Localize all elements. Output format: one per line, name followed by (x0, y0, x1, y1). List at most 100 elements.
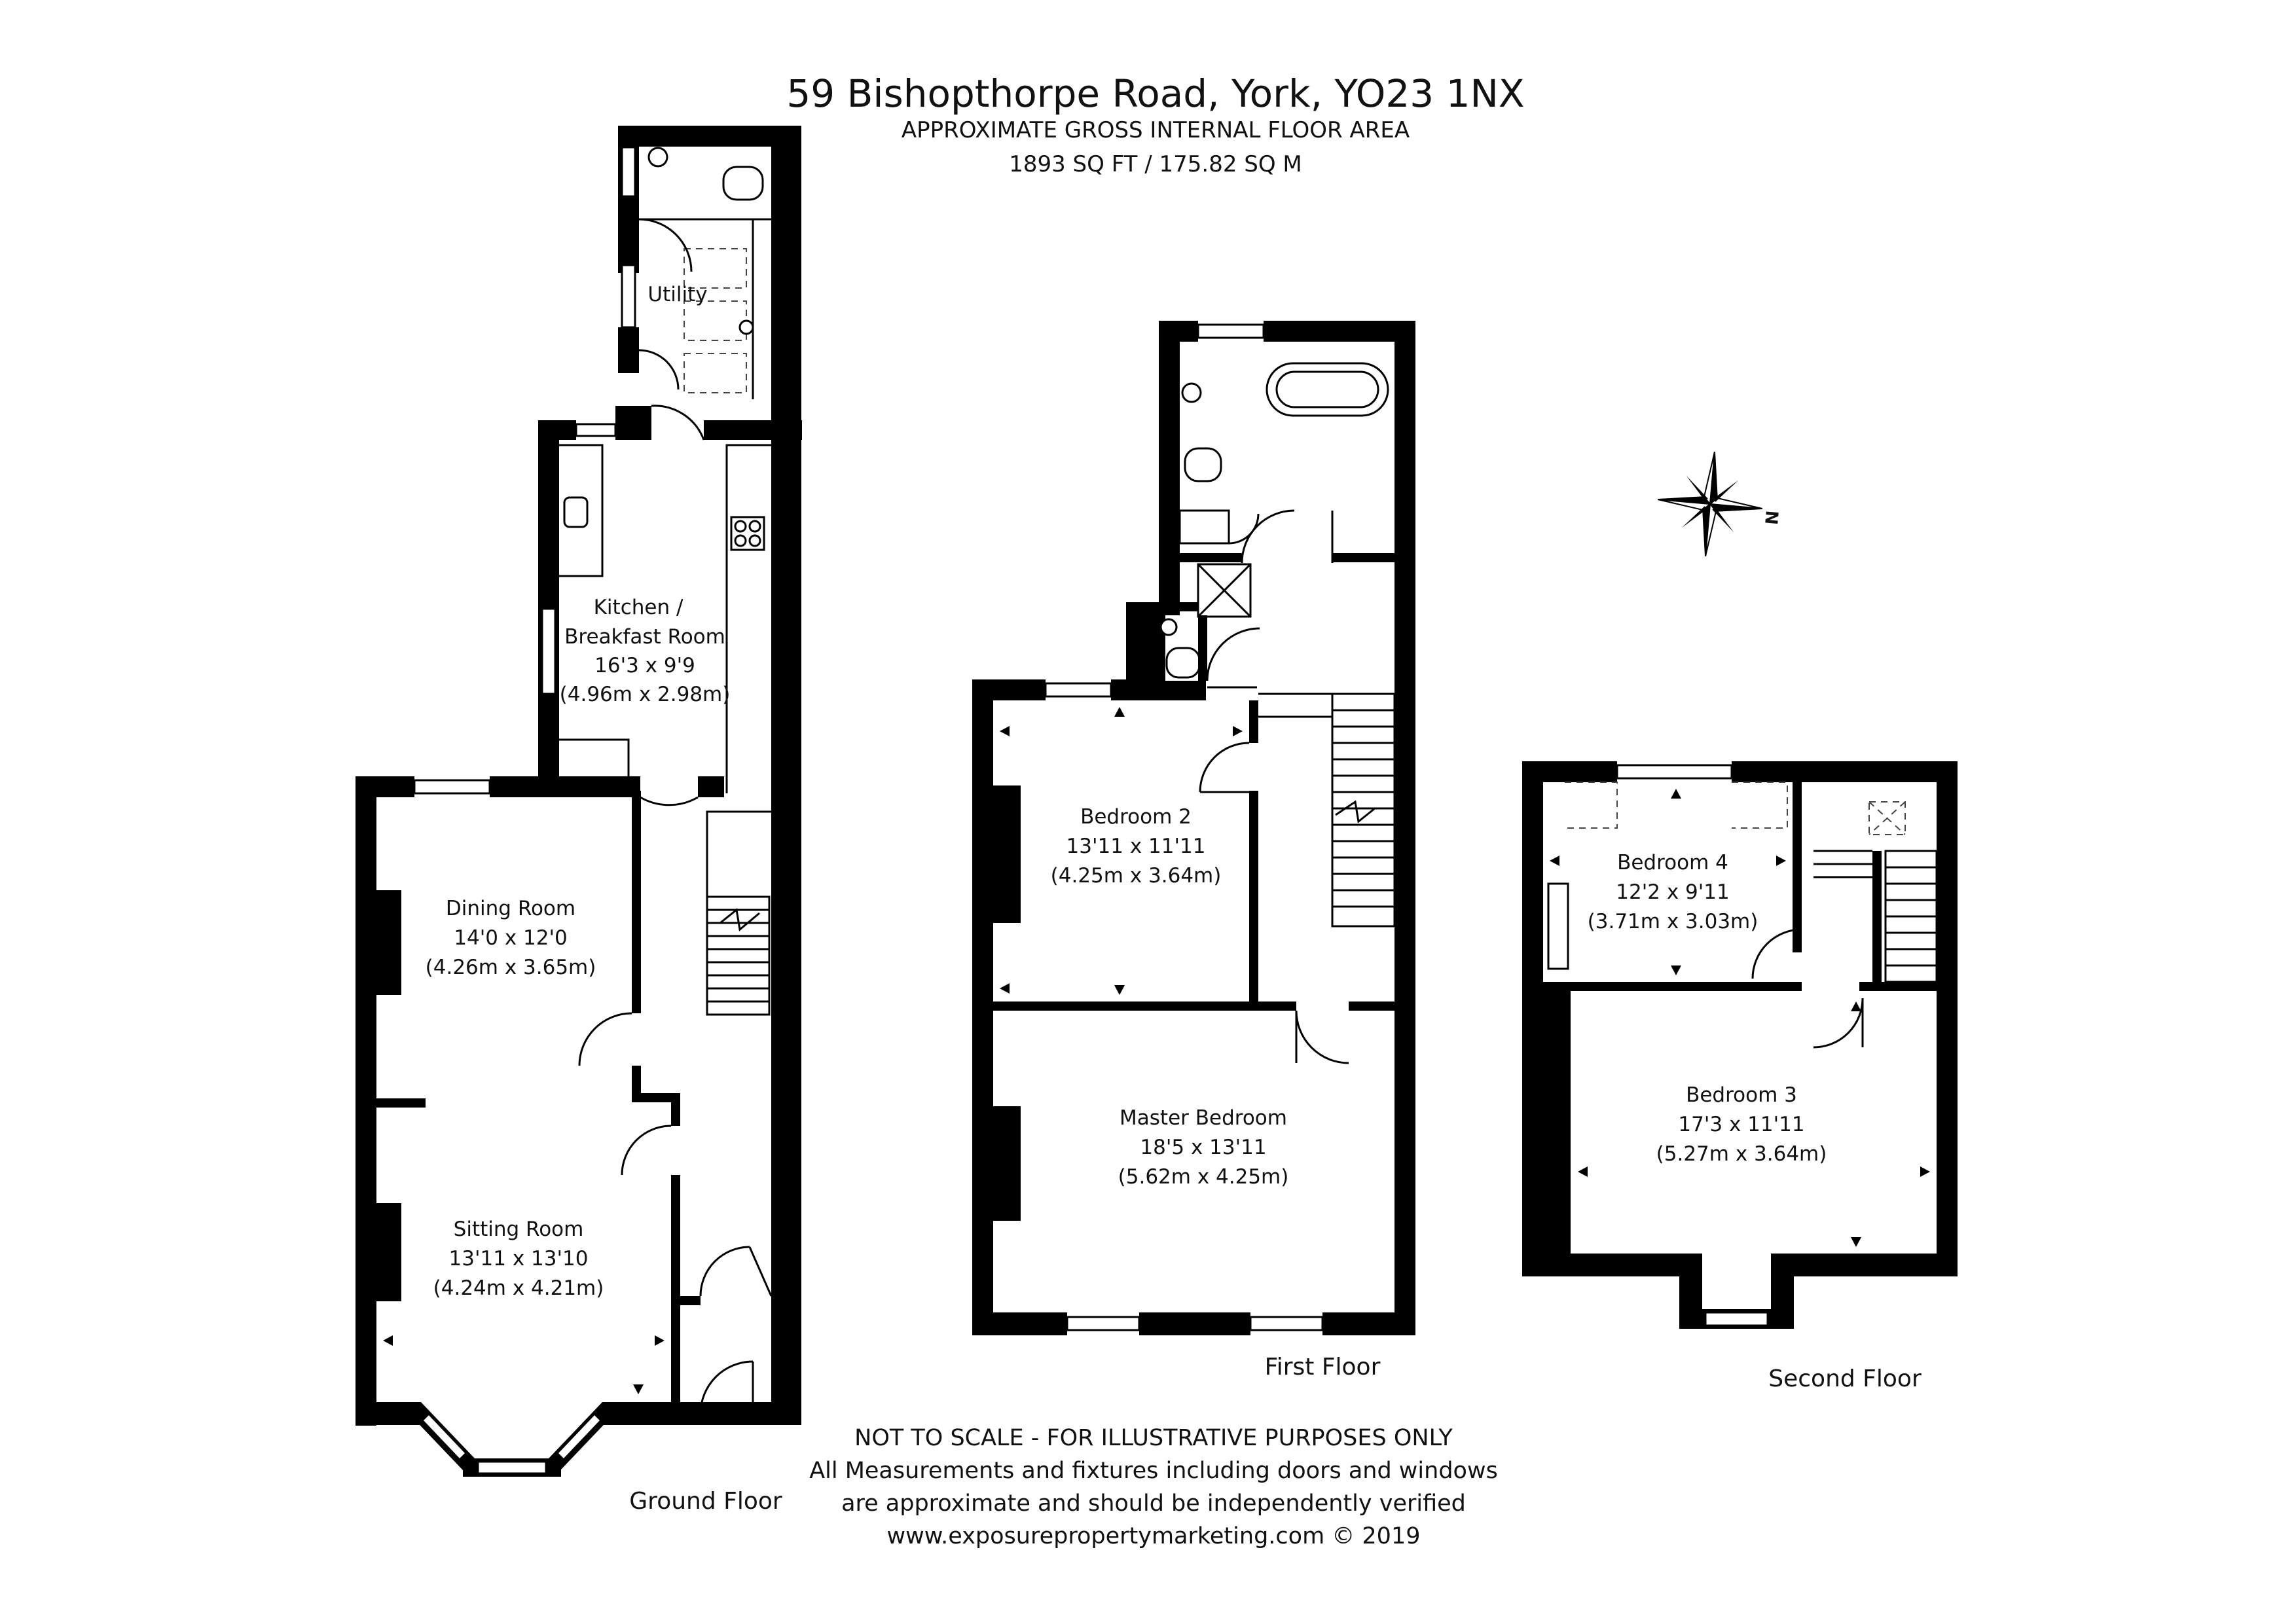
bedroom-3-label: Bedroom 3 (1686, 1083, 1797, 1107)
window (420, 1412, 468, 1462)
appliance-space (683, 248, 747, 289)
window (477, 1460, 547, 1475)
disclaimer-line-2: All Measurements and fixtures including … (809, 1458, 1498, 1484)
dining-room-dimensions-metric: (4.26m x 3.65m) (426, 956, 596, 979)
bedroom-2-dimensions-metric: (4.25m x 3.64m) (1051, 864, 1222, 888)
door-swing (1751, 928, 1802, 979)
bedroom-4-dimensions-metric: (3.71m x 3.03m) (1588, 910, 1758, 933)
wall (674, 1296, 701, 1305)
wall (1249, 700, 1258, 743)
measure-arrow (1851, 1237, 1861, 1247)
stair-break (1335, 800, 1376, 823)
window (1044, 682, 1112, 698)
door-swing (638, 218, 693, 272)
wall (1937, 761, 1958, 1276)
measure-arrow (1851, 1001, 1861, 1011)
measure-arrow (1776, 856, 1786, 866)
measure-arrow (1233, 726, 1243, 736)
wall (1394, 321, 1415, 1335)
door-swing (699, 1246, 750, 1297)
wall (1859, 982, 1938, 991)
header: 59 Bishopthorpe Road, York, YO23 1NX APP… (786, 71, 1524, 177)
measure-arrow (1671, 965, 1681, 975)
hob-ring (748, 534, 761, 547)
measure-arrow (383, 1335, 393, 1346)
door-swing (1241, 509, 1295, 564)
wall (1139, 1312, 1250, 1335)
hob-ring (734, 534, 747, 547)
measure-arrow (1114, 985, 1125, 995)
master-bedroom-dimensions-metric: (5.62m x 4.25m) (1118, 1165, 1289, 1189)
chimney-breast (376, 890, 401, 995)
wall (1159, 602, 1198, 611)
hob-ring (748, 520, 761, 533)
bedroom-2-dimensions-imperial: 13'11 x 11'11 (1066, 835, 1206, 858)
wall (1180, 553, 1242, 562)
measure-arrow (1114, 707, 1125, 717)
wall (1732, 761, 1958, 782)
window (621, 264, 636, 329)
measure-arrow (1000, 1108, 1010, 1118)
ground-floor-label: Ground Floor (629, 1488, 782, 1515)
window (621, 146, 636, 198)
wall (972, 679, 993, 1334)
bedroom-3-dimensions-metric: (5.27m x 3.64m) (1656, 1142, 1827, 1166)
door-swing (1295, 1010, 1349, 1064)
skylight (1565, 782, 1618, 829)
door-swing (651, 405, 705, 441)
basin-icon (647, 147, 668, 168)
wall (993, 1001, 1296, 1011)
wall (602, 1402, 773, 1425)
wall (1126, 681, 1206, 700)
door-swing (1228, 513, 1260, 545)
disclaimer-line-1: NOT TO SCALE - FOR ILLUSTRATIVE PURPOSES… (854, 1425, 1453, 1451)
window (541, 607, 556, 695)
kitchen-worktop (559, 738, 630, 793)
measure-arrow (1920, 1166, 1930, 1177)
wall (376, 1098, 426, 1108)
bedroom-3-dimensions-imperial: 17'3 x 11'11 (1678, 1113, 1804, 1136)
door-swing (640, 796, 699, 806)
ground-floor: Utility Kitchen / Breakfast Room 16'3 x … (355, 126, 802, 1515)
wall (538, 420, 576, 440)
wall (671, 1175, 680, 1404)
first-floor: Bedroom 2 13'11 x 11'11 (4.25m x 3.64m) … (972, 321, 1415, 1380)
wall-partition (748, 1246, 773, 1297)
wardrobe (1547, 882, 1569, 970)
window (1197, 323, 1265, 339)
chimney-breast (993, 1106, 1021, 1221)
second-floor-label: Second Floor (1768, 1365, 1922, 1392)
wall (632, 1066, 641, 1098)
wall (1349, 1001, 1396, 1011)
wall (1322, 1312, 1415, 1335)
floor-area-value: 1893 SQ FT / 175.82 SQ M (1009, 151, 1302, 177)
hob-ring (734, 520, 747, 533)
wall (615, 406, 651, 440)
sitting-room-label: Sitting Room (454, 1218, 584, 1241)
wall (1543, 982, 1802, 991)
door-swing (621, 1125, 672, 1176)
sink-icon (563, 496, 589, 528)
disclaimer-line-4: www.exposurepropertymarketing.com © 2019 (887, 1523, 1421, 1549)
wall (1159, 321, 1180, 615)
window (413, 779, 491, 795)
staircase (706, 895, 771, 1016)
bedroom-4-dimensions-imperial: 12'2 x 9'11 (1616, 880, 1729, 904)
measure-arrow (1000, 983, 1010, 994)
door-swing (578, 1012, 632, 1066)
window (1249, 1316, 1324, 1331)
wall (771, 126, 801, 1425)
kitchen-label-1: Kitchen / (594, 596, 683, 619)
compass-north-label: N (1760, 510, 1781, 526)
wall (1774, 1254, 1958, 1276)
sitting-room-dimensions-metric: (4.24m x 4.21m) (433, 1276, 604, 1300)
kitchen-worktop (725, 444, 771, 793)
window (555, 1412, 603, 1462)
kitchen-worktop (559, 444, 604, 577)
window (1616, 764, 1733, 780)
wall (538, 420, 559, 795)
bath-icon (1266, 362, 1389, 417)
utility-label: Utility (647, 283, 707, 306)
skylight (1868, 801, 1906, 835)
